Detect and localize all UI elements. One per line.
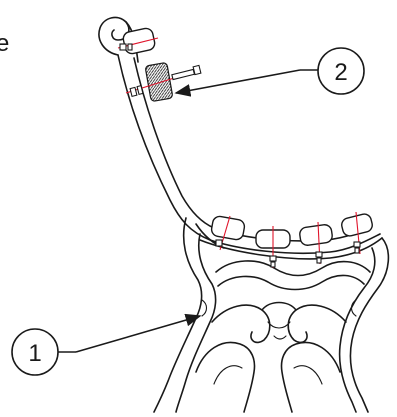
- callout-1-label: 1: [28, 340, 41, 367]
- callout-2: 2: [174, 47, 365, 97]
- callout-2-label: 2: [334, 59, 347, 86]
- backrest-hatched-block: [125, 62, 202, 102]
- callout-1-circle: [11, 328, 59, 376]
- callout-1: 1: [11, 313, 202, 376]
- callout-2-circle: [317, 47, 365, 95]
- backrest-slat-top: [117, 27, 159, 55]
- seat-slat-3: [299, 221, 333, 265]
- seat-slat-1: [210, 215, 246, 251]
- caption-fragment: e: [0, 30, 10, 57]
- seat-slat-2: [255, 226, 291, 268]
- cast-iron-frame: [98, 16, 390, 413]
- seat-slat-4: [341, 211, 373, 255]
